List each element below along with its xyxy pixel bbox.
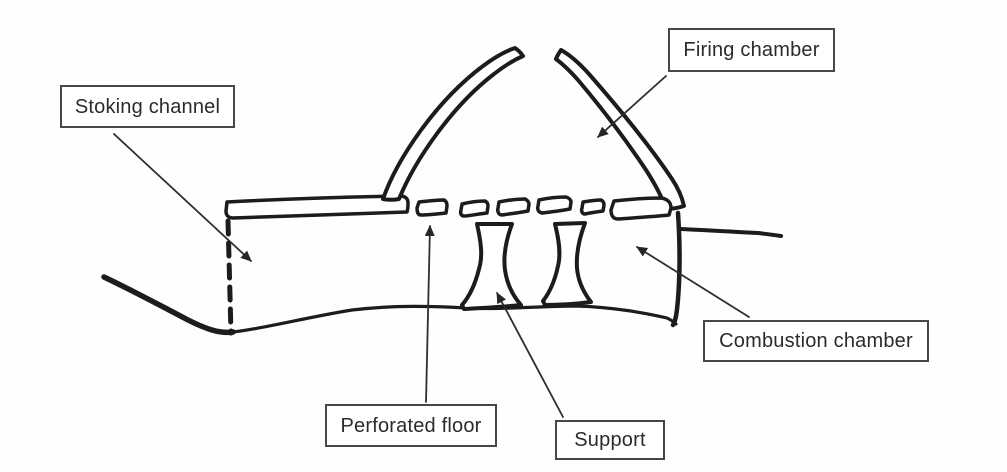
floor-slab-5 xyxy=(579,198,606,216)
firing-chamber-leader-arrow xyxy=(597,75,667,138)
ground-line-left xyxy=(101,274,236,336)
label-support: Support xyxy=(555,420,665,460)
floor-right-ledge xyxy=(609,196,673,221)
dome-right-wall xyxy=(554,48,686,211)
stoking-channel-roof-slab xyxy=(224,194,410,220)
ground-line-main xyxy=(231,304,678,334)
floor-slab-2 xyxy=(458,199,490,218)
floor-slab-1 xyxy=(415,198,449,217)
label-stoking-channel: Stoking channel xyxy=(60,85,235,128)
floor-slab-4 xyxy=(536,195,573,215)
support-left xyxy=(460,222,523,311)
label-combustion-chamber: Combustion chamber xyxy=(703,320,929,362)
combustion-chamber-right-wall xyxy=(670,210,682,328)
label-firing-chamber: Firing chamber xyxy=(668,28,835,72)
support-leader-arrow xyxy=(496,292,564,418)
floor-slab-3 xyxy=(496,197,531,217)
combustion-chamber-leader-arrow xyxy=(636,246,750,318)
stoking-channel-leader-arrow xyxy=(113,133,252,262)
ground-line-right xyxy=(678,227,783,238)
perforated-floor-leader-arrow xyxy=(424,225,435,403)
stoking-channel-dashed-line xyxy=(225,218,234,336)
dome-left-wall xyxy=(381,46,525,202)
label-perforated-floor: Perforated floor xyxy=(325,404,497,447)
support-right xyxy=(541,221,593,307)
